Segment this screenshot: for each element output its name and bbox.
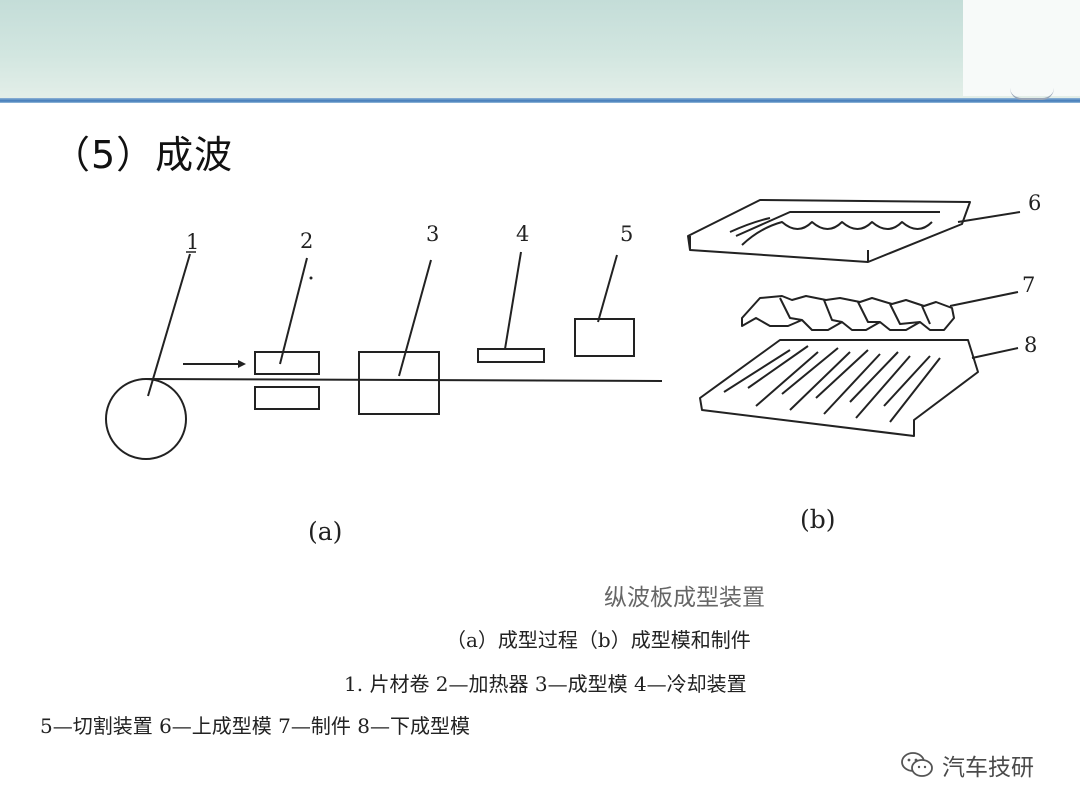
- forming-die: [358, 351, 440, 415]
- speck-mark: [309, 276, 313, 280]
- lower-mold-grooves: [723, 345, 941, 423]
- leader-6: [957, 211, 1021, 223]
- leader-3: [398, 259, 432, 377]
- upper-mold-ribs: [729, 211, 940, 246]
- lower-mold: [699, 339, 979, 437]
- header-banner: [0, 0, 1080, 100]
- caption-line-2: 1. 片材卷 2—加热器 3—成型模 4—冷却装置: [344, 672, 747, 696]
- cooling-device: [477, 348, 545, 363]
- label-num-4: 4: [516, 222, 529, 246]
- header-corner-panel: [963, 0, 1080, 96]
- label-num-6: 6: [1028, 191, 1041, 215]
- sheet-line: [145, 378, 663, 382]
- leader-7: [949, 291, 1019, 307]
- mold-schematic-b: [687, 199, 1021, 437]
- feed-arrow-head: [238, 360, 246, 368]
- label-a: (a): [308, 517, 342, 546]
- product-ribs: [779, 297, 931, 325]
- label-num-8: 8: [1024, 333, 1037, 357]
- cutting-device: [574, 318, 635, 357]
- leader-8: [971, 347, 1019, 359]
- leader-2: [279, 257, 308, 365]
- caption-title: 纵波板成型装置: [604, 585, 765, 611]
- label-num-7: 7: [1022, 273, 1035, 297]
- sheet-roll: [105, 378, 187, 460]
- watermark-text: 汽车技研: [942, 755, 1034, 781]
- process-schematic-a: [105, 251, 663, 460]
- caption-line-1: （a）成型过程（b）成型模和制件: [446, 628, 751, 652]
- label-num-3: 3: [426, 222, 439, 246]
- watermark: 汽车技研: [900, 750, 1034, 781]
- label-num-1: 1: [186, 230, 199, 254]
- schematic-labels-b: 6 7 8: [1022, 191, 1041, 357]
- schematic-labels-a: 1 2 3 4 5: [186, 222, 633, 254]
- product-part: [741, 295, 955, 331]
- label-num-5: 5: [620, 222, 633, 246]
- slide-title: （5）成波: [52, 133, 234, 177]
- leader-5: [597, 254, 618, 323]
- header-divider: [0, 98, 1080, 103]
- heater-upper: [254, 351, 320, 375]
- sub-figure-labels: (a) (b): [308, 505, 836, 546]
- corner-curve-decoration: [1010, 88, 1054, 100]
- heater-lower: [254, 386, 320, 410]
- leader-4: [504, 251, 522, 350]
- leader-1: [147, 253, 191, 397]
- caption-line-3: 5—切割装置 6—上成型模 7—制件 8—下成型模: [40, 714, 470, 738]
- label-b: (b): [800, 505, 836, 534]
- wechat-icon: [901, 752, 933, 777]
- label-num-2: 2: [300, 229, 313, 253]
